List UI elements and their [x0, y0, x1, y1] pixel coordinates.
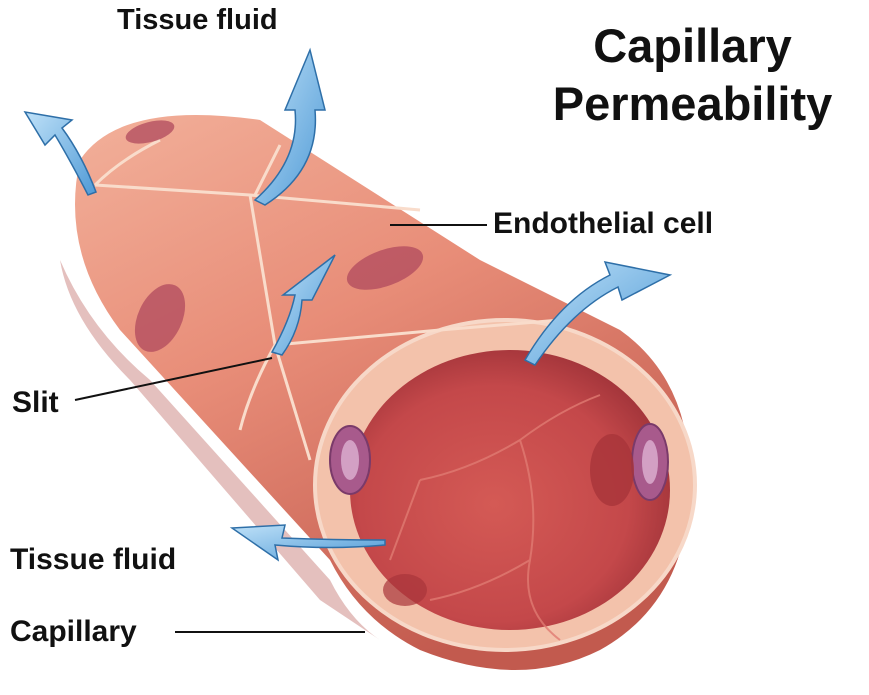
- diagram-title-line2: Permeability: [520, 80, 865, 127]
- lumen-nucleus: [590, 434, 634, 506]
- lumen-nucleus-2: [383, 574, 427, 606]
- label-slit: Slit: [12, 388, 59, 418]
- wall-nucleus-left-inner: [341, 440, 359, 480]
- diagram-title-line1: Capillary: [520, 22, 865, 69]
- wall-nucleus-right-inner: [642, 440, 658, 484]
- label-endothelial-cell: Endothelial cell: [493, 209, 713, 239]
- label-capillary: Capillary: [10, 617, 137, 647]
- label-tissue-fluid-top: Tissue fluid: [117, 6, 278, 35]
- label-tissue-fluid-bottom: Tissue fluid: [10, 545, 176, 575]
